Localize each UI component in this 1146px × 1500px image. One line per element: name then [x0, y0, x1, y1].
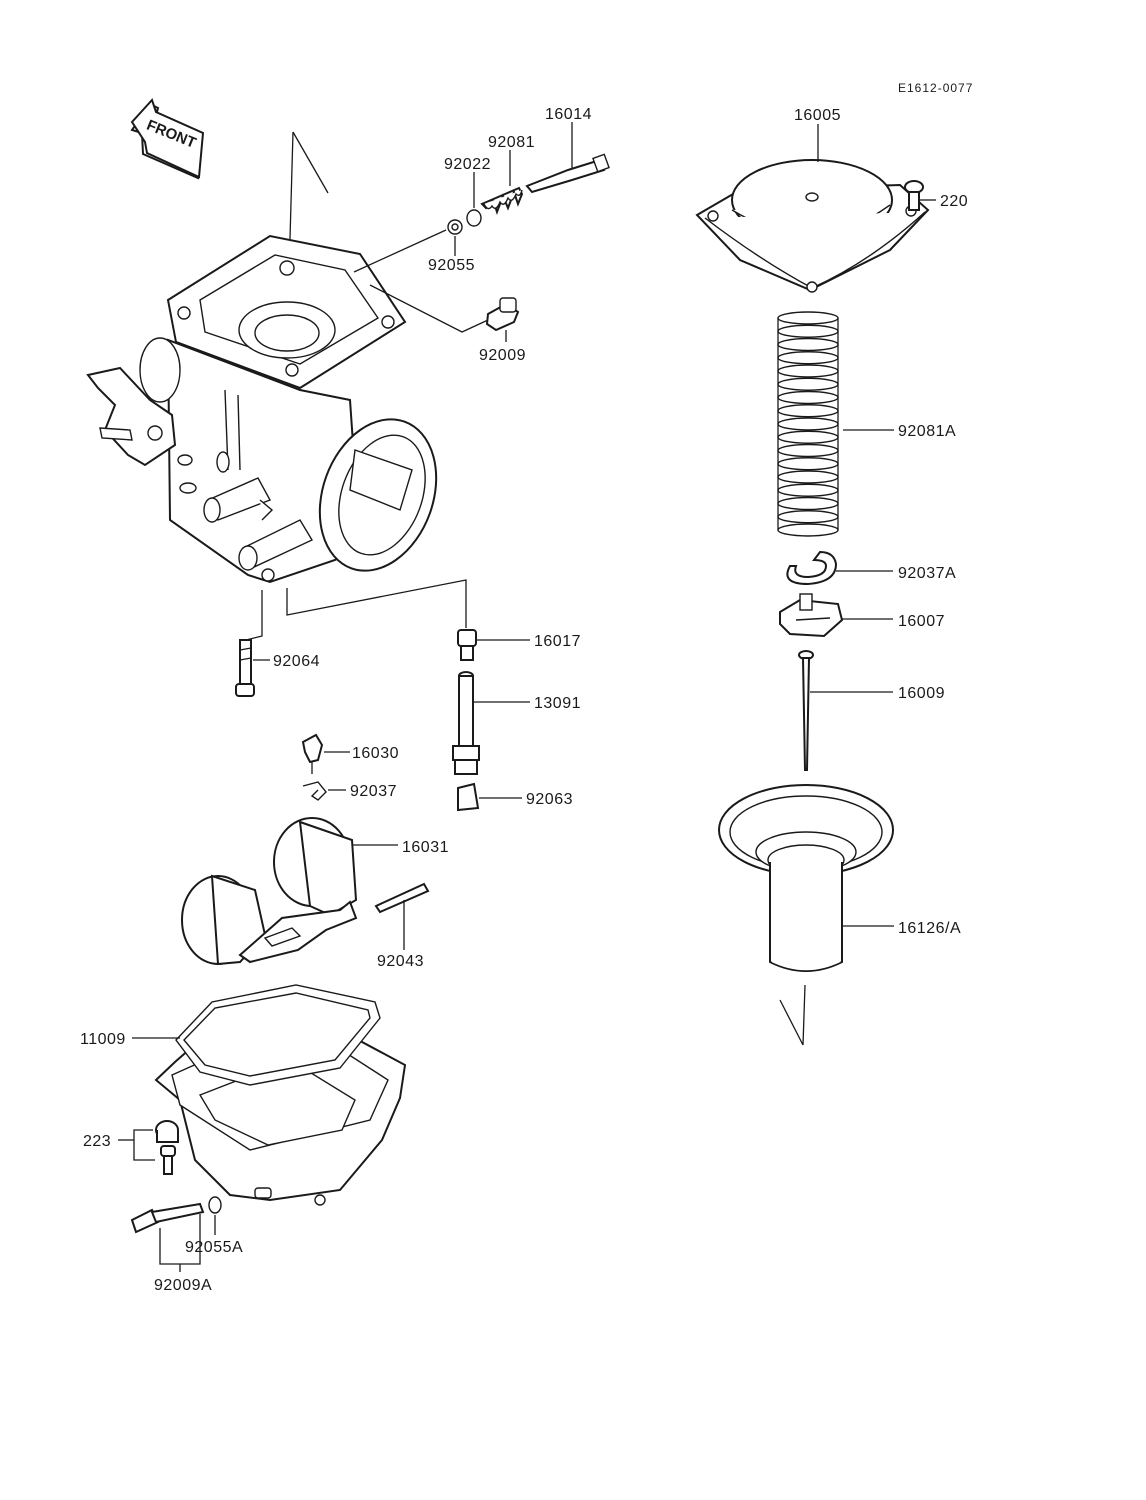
- float-valve-16030: [301, 733, 324, 774]
- label-16007: 16007: [898, 613, 945, 630]
- spring-coil: [777, 324, 839, 338]
- pilot-screw-16014: [525, 153, 610, 194]
- label-220: 220: [940, 193, 968, 210]
- spring-92081: [480, 186, 524, 215]
- spring-coil: [777, 496, 839, 511]
- top-cover-16005: [695, 159, 930, 293]
- label-16031: 16031: [402, 839, 449, 856]
- label-92055A: 92055A: [185, 1239, 243, 1256]
- pin-92043: [374, 882, 430, 914]
- gasket-11009: [175, 984, 381, 1086]
- spring-coil: [777, 430, 839, 444]
- spring-coil: [777, 457, 839, 471]
- spring-coil: [777, 523, 839, 537]
- leader-16017: [286, 579, 467, 628]
- label-92022: 92022: [444, 156, 491, 173]
- spring-coil: [777, 404, 839, 418]
- label-13091: 13091: [534, 695, 581, 712]
- needle-jet-16017: [457, 629, 477, 661]
- oring-92055A: [208, 1196, 222, 1214]
- label-92009: 92009: [479, 347, 526, 364]
- jet-holder-13091: [452, 671, 480, 775]
- label-16009: 16009: [898, 685, 945, 702]
- leader-92064: [245, 590, 263, 641]
- label-92037: 92037: [350, 783, 397, 800]
- screws-223: [155, 1120, 179, 1175]
- front-arrow-icon: FRONT: [130, 98, 205, 180]
- spring-coil: [777, 510, 839, 524]
- leader-92009: [369, 284, 489, 333]
- diagram-code: E1612-0077: [898, 81, 973, 95]
- label-16030: 16030: [352, 745, 399, 762]
- label-92081: 92081: [488, 134, 535, 151]
- spring-92081A: [777, 311, 839, 537]
- screw-220: [904, 180, 924, 211]
- label-223: 223: [83, 1133, 111, 1150]
- circlip-92037A: [786, 550, 838, 586]
- label-92064: 92064: [273, 653, 320, 670]
- spring-coil: [777, 443, 839, 458]
- spring-coil: [777, 390, 839, 405]
- needle-holder-16007: [779, 593, 844, 638]
- spring-coil: [777, 417, 839, 431]
- spring-coil: [777, 337, 839, 352]
- label-11009: 11009: [80, 1031, 126, 1048]
- label-92009A: 92009A: [154, 1277, 212, 1294]
- jet-needle-16009: [798, 650, 814, 771]
- drain-screw-92009A: [130, 1202, 205, 1234]
- vacuum-piston-16126A: [718, 784, 894, 972]
- washer-92022: [466, 209, 482, 227]
- screw-92064: [235, 639, 255, 697]
- cap-92063: [457, 782, 480, 812]
- spring-coil: [777, 470, 839, 484]
- label-16126A: 16126/A: [898, 920, 961, 937]
- label-92055: 92055: [428, 257, 475, 274]
- spring-coil: [777, 483, 839, 497]
- label-92081A: 92081A: [898, 423, 956, 440]
- floats-16031: [181, 817, 358, 966]
- spring-coil: [777, 351, 839, 365]
- spring-coil: [777, 377, 839, 391]
- label-92037A: 92037A: [898, 565, 956, 582]
- carburetor-body: [86, 131, 438, 584]
- label-16014: 16014: [545, 106, 592, 123]
- label-92043: 92043: [377, 953, 424, 970]
- label-92063: 92063: [526, 791, 573, 808]
- leader-92055: [353, 229, 447, 273]
- spring-coil: [777, 311, 839, 325]
- label-16005: 16005: [794, 107, 841, 124]
- spring-coil: [777, 364, 839, 378]
- clip-92037: [302, 781, 327, 801]
- plug-92009: [485, 297, 520, 332]
- label-16017: 16017: [534, 633, 581, 650]
